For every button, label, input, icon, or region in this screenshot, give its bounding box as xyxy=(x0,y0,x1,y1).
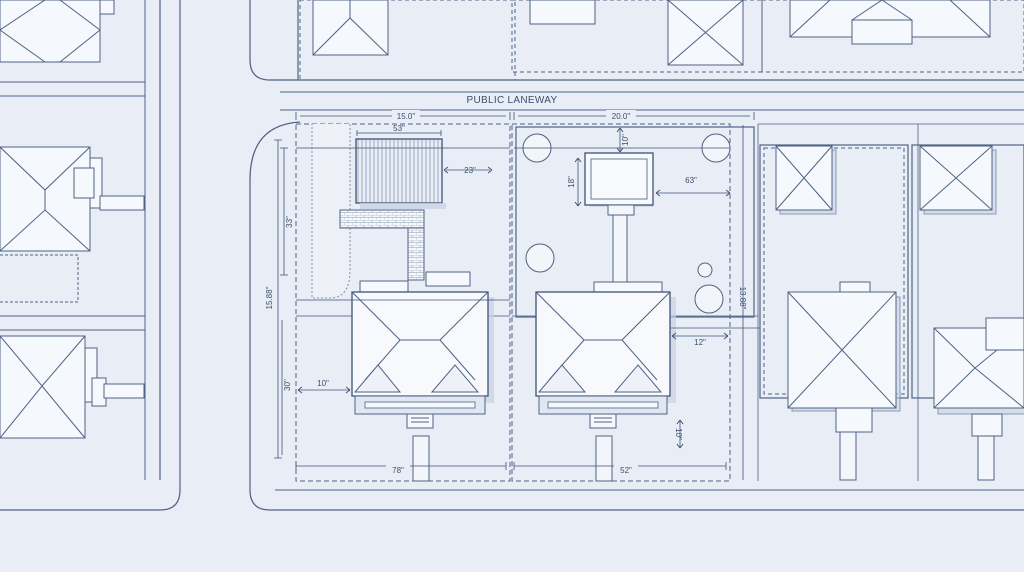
garden-pavilion xyxy=(584,152,654,284)
dim-pavilion-top-offset: 10" xyxy=(621,134,630,146)
house-right-2 xyxy=(933,317,1024,481)
dimension-lines xyxy=(274,112,755,480)
roof-left-1 xyxy=(0,0,115,63)
dim-pavilion-side-offset: 63" xyxy=(685,176,697,185)
dim-house-b-side-setback: 12" xyxy=(694,338,706,347)
dim-lot-a-width: 15.0" xyxy=(397,112,416,121)
roof-left-2 xyxy=(0,146,145,303)
street-label: PUBLIC LANEWAY xyxy=(467,95,558,106)
dim-total-depth-left: 15.88" xyxy=(265,286,274,309)
house-a xyxy=(351,291,494,482)
top-neighbours xyxy=(299,0,1024,81)
roof-right-2 xyxy=(919,145,997,215)
roof-top-3 xyxy=(667,0,744,66)
dim-shed-side-offset: 23" xyxy=(464,166,476,175)
roof-top-1 xyxy=(312,0,389,56)
roof-top-4 xyxy=(789,0,991,45)
dimension-ticks xyxy=(297,127,731,449)
brick-path-horizontal xyxy=(339,209,425,229)
dim-rear-yard-depth: 33" xyxy=(285,216,294,228)
dim-house-a-frontage: 78" xyxy=(392,466,404,475)
labels: PUBLIC LANEWAY 15.0" 20.0" 53" 23" 33" 1… xyxy=(265,95,747,475)
lot-b xyxy=(511,123,760,482)
dim-house-b-frontage: 52" xyxy=(620,466,632,475)
lot-a xyxy=(295,123,511,482)
dim-shed-width: 53" xyxy=(393,124,405,133)
dim-total-depth-right: 13.88" xyxy=(738,287,747,310)
dim-lot-b-width: 20.0" xyxy=(612,112,631,121)
dim-front-setback: 10" xyxy=(674,428,683,440)
garden-shed xyxy=(355,138,446,209)
dim-lower-side-left: 30" xyxy=(283,379,292,391)
right-neighbours xyxy=(757,123,1024,481)
dim-pavilion-depth: 18" xyxy=(567,176,576,188)
roof-left-3 xyxy=(0,335,145,439)
roof-top-2 xyxy=(529,0,596,25)
roof-right-1 xyxy=(775,145,837,215)
dim-house-a-side-setback: 10" xyxy=(317,379,329,388)
house-b xyxy=(535,291,676,482)
brick-path-vertical xyxy=(407,227,425,281)
house-right-1 xyxy=(787,281,901,481)
left-neighbours xyxy=(0,0,145,439)
